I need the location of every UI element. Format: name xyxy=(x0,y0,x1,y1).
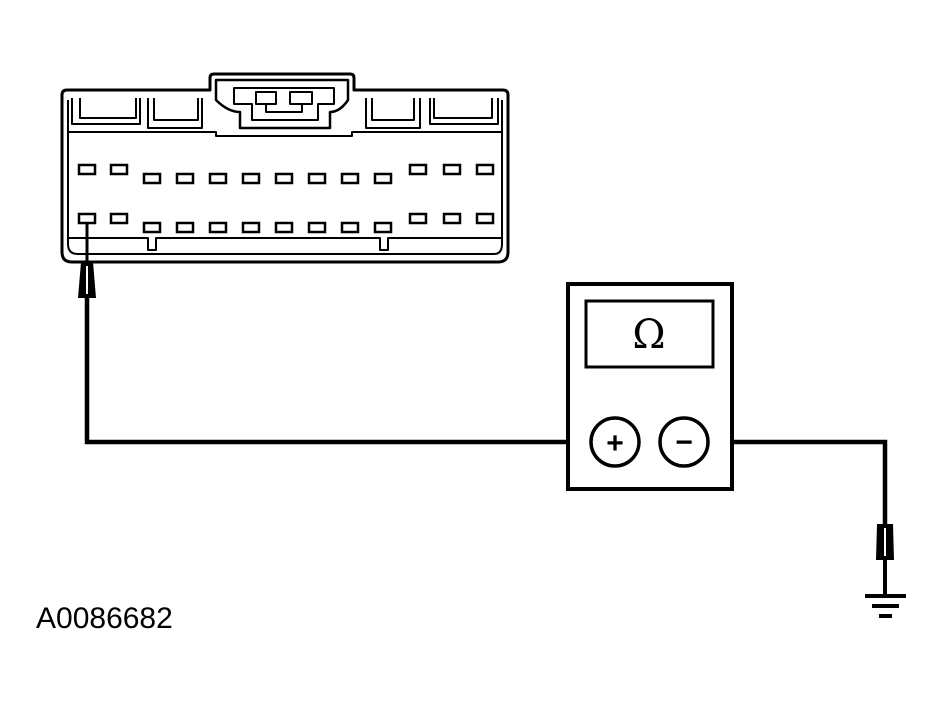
figure-reference-number: A0086682 xyxy=(36,602,173,635)
negative-sign: − xyxy=(675,426,693,459)
connector-top-ridge-right xyxy=(365,98,499,129)
connector-latch xyxy=(214,78,350,130)
positive-sign: + xyxy=(606,427,624,460)
terminal-cavity xyxy=(109,212,129,225)
terminal-cavity xyxy=(307,172,327,185)
test-probe-connector xyxy=(78,222,96,298)
terminal-cavity xyxy=(208,172,228,185)
ohmmeter: Ω + − xyxy=(566,282,734,491)
negative-test-lead xyxy=(708,439,888,528)
terminal-cavity xyxy=(142,221,162,234)
terminal-cavity xyxy=(475,163,495,176)
terminal-cavity xyxy=(274,221,294,234)
terminal-cavity xyxy=(241,221,261,234)
ohm-symbol: Ω xyxy=(632,312,665,358)
terminal-cavity xyxy=(208,221,228,234)
terminal-cavity xyxy=(77,163,97,176)
negative-terminal xyxy=(658,416,710,468)
terminal-cavity xyxy=(307,221,327,234)
connector-top-rail xyxy=(68,131,502,137)
terminal-cavity xyxy=(175,172,195,185)
terminal-cavity xyxy=(241,172,261,185)
connector-bottom-rail xyxy=(68,237,502,251)
terminal-cavity xyxy=(442,212,462,225)
connector-latch-inner xyxy=(233,87,335,121)
terminal-cavity xyxy=(109,163,129,176)
terminal-cavity xyxy=(373,221,393,234)
terminal-cavity xyxy=(373,172,393,185)
terminal-cavity xyxy=(274,172,294,185)
connector-latch-tabs xyxy=(255,91,313,113)
connector-housing-outline xyxy=(60,72,510,264)
terminal-cavity xyxy=(77,212,97,225)
terminal-cavity xyxy=(408,212,428,225)
terminal-cavity xyxy=(442,163,462,176)
test-probe-ground xyxy=(876,524,894,594)
terminal-cavity xyxy=(408,163,428,176)
terminal-cavity xyxy=(142,172,162,185)
ground-icon xyxy=(865,594,906,618)
meter-display xyxy=(584,299,715,369)
electrical-connector xyxy=(60,72,510,264)
terminal-cavity xyxy=(340,172,360,185)
positive-test-lead xyxy=(84,298,590,445)
terminal-cavity xyxy=(475,212,495,225)
connector-terminals xyxy=(77,163,495,234)
connector-housing-inner xyxy=(67,100,503,255)
positive-terminal xyxy=(589,416,641,468)
terminal-cavity xyxy=(340,221,360,234)
connector-top-ridge-left xyxy=(71,98,203,129)
terminal-cavity xyxy=(175,221,195,234)
